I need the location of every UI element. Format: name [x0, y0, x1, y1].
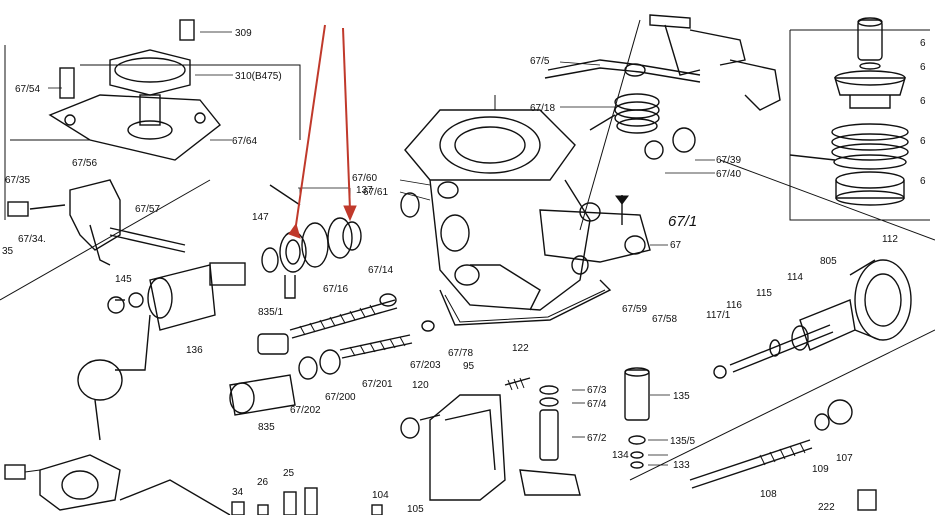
label-67-39: 67/39 — [716, 155, 741, 166]
label-805: 805 — [820, 256, 837, 267]
label-114: 114 — [787, 272, 803, 283]
red-arrowhead-left — [288, 222, 301, 239]
bracket-67-56 — [7, 179, 186, 266]
group-number-label: 67/1 — [668, 213, 697, 230]
label-109: 109 — [812, 464, 829, 475]
label-112: 112 — [882, 234, 898, 245]
label-right-3: 6 — [920, 96, 926, 107]
bottom-small-parts — [231, 487, 383, 515]
red-arrow-right — [342, 27, 351, 211]
label-67-202: 67/202 — [290, 405, 321, 416]
label-67-59: 67/59 — [622, 304, 647, 315]
label-67-58: 67/58 — [652, 314, 677, 325]
label-67-64: 67/64 — [232, 136, 257, 147]
label-right-1: 6 — [920, 38, 926, 49]
label-67-4: 67/4 — [587, 399, 607, 410]
label-67-57: 67/57 — [135, 204, 160, 215]
label-134: 134 — [612, 450, 629, 461]
label-67-78: 67/78 — [448, 348, 473, 359]
label-835-1: 835/1 — [258, 307, 283, 318]
lever-assembly — [544, 14, 781, 160]
label-147: 147 — [252, 212, 269, 223]
adjusting-screws — [229, 293, 435, 416]
pump-housing — [400, 109, 651, 326]
boundary-line — [80, 64, 301, 140]
red-arrow-left — [294, 24, 326, 233]
label-115: 115 — [756, 288, 772, 299]
label-222: 222 — [818, 502, 835, 513]
label-135: 135 — [673, 391, 690, 402]
label-120: 120 — [412, 380, 429, 391]
label-309: 309 — [235, 28, 252, 39]
label-67-203: 67/203 — [410, 360, 441, 371]
label-104: 104 — [372, 490, 389, 501]
label-145: 145 — [115, 274, 132, 285]
bracket-assembly-310 — [48, 19, 221, 161]
label-67: 67 — [670, 240, 682, 251]
label-67-56: 67/56 — [72, 158, 97, 169]
label-67-35: 67/35 — [5, 175, 30, 186]
label-137: 137 — [356, 185, 373, 196]
label-95: 95 — [463, 361, 475, 372]
boundary-line — [719, 159, 935, 241]
label-67-61: 67/61 — [363, 187, 388, 198]
label-835: 835 — [258, 422, 275, 433]
label-310: 310(B475) — [235, 71, 282, 82]
boundary-line — [0, 179, 211, 301]
valve-parts-135 — [519, 367, 650, 496]
boundary-line — [629, 329, 935, 481]
drive-shaft-assembly — [713, 259, 912, 379]
label-67-2: 67/2 — [587, 433, 607, 444]
label-67-18: 67/18 — [530, 103, 555, 114]
red-arrowhead-right — [343, 205, 357, 222]
label-67-34: 67/34. — [18, 234, 46, 245]
label-116: 116 — [726, 300, 742, 311]
label-135-5: 135/5 — [670, 436, 695, 447]
label-136: 136 — [186, 345, 203, 356]
label-67-40: 67/40 — [716, 169, 741, 180]
label-26: 26 — [257, 477, 269, 488]
red-pointer-arrows — [288, 24, 357, 239]
label-right-4: 6 — [920, 136, 926, 147]
label-108: 108 — [760, 489, 777, 500]
label-67-54: 67/54 — [15, 84, 40, 95]
label-right-2: 6 — [920, 62, 926, 73]
lower-center-parts — [400, 377, 531, 501]
right-column-parts — [789, 17, 909, 206]
boundary-line — [579, 19, 641, 231]
label-34: 34 — [232, 487, 244, 498]
part-labels: 309 310(B475) 67/54 67/64 67/56 67/35 67… — [2, 28, 926, 515]
label-67-3: 67/3 — [587, 385, 607, 396]
label-117-1: 117/1 — [706, 310, 731, 321]
label-133: 133 — [673, 460, 690, 471]
label-35: 35 — [2, 246, 14, 257]
solenoid-136 — [77, 262, 246, 441]
label-107: 107 — [836, 453, 853, 464]
label-67-200: 67/200 — [325, 392, 356, 403]
label-67-16: 67/16 — [323, 284, 348, 295]
label-67-5: 67/5 — [530, 56, 550, 67]
lower-shaft-108 — [689, 399, 877, 511]
label-105: 105 — [407, 504, 424, 515]
bottom-left-flange — [4, 454, 231, 515]
leader-lines — [48, 31, 715, 466]
ring-parts-147-137 — [261, 184, 362, 299]
label-25: 25 — [283, 468, 295, 479]
label-67-201: 67/201 — [362, 379, 393, 390]
boundary-line — [789, 30, 930, 221]
label-right-5: 6 — [920, 176, 926, 187]
label-122: 122 — [512, 343, 529, 354]
label-67-60: 67/60 — [352, 173, 377, 184]
label-67-14: 67/14 — [368, 265, 393, 276]
